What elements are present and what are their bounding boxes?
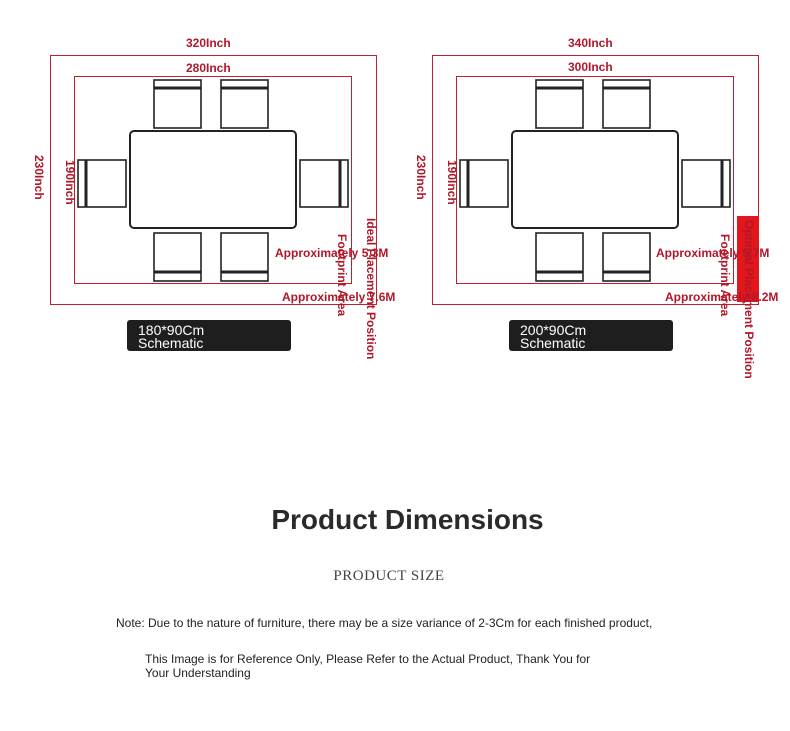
outer-width-label: 320Inch [186,36,231,50]
schematic-caption: 180*90Cm Schematic [127,320,291,351]
outer-height-label: 230Inch [414,155,428,200]
inner-width-label: 280Inch [186,61,231,75]
inner-boundary [74,76,352,284]
caption-type: Schematic [520,335,586,351]
chair-bottom-left [535,232,584,282]
placement-position-label: Ideal Placement Position [364,218,378,360]
outer-height-label: 230Inch [32,155,46,200]
outer-boundary [50,55,377,305]
inner-height-label: 190Inch [445,160,459,205]
diagram-200x90: 340Inch 300Inch 230Inch 190Inch Approxim… [382,0,779,380]
schematic-caption: 200*90Cm Schematic [509,320,673,351]
table-top [129,130,297,229]
inner-width-label: 300Inch [568,60,613,74]
caption-size: 180*90Cm [138,322,205,338]
footprint-area-value: Approximately 5.7M [656,246,770,260]
page-title: Product Dimensions [271,504,544,535]
placement-area-value: Approximately 8.2M [665,290,779,304]
table-layout-2-drawing [432,55,759,305]
size-variance-note: Note: Due to the nature of furniture, th… [116,616,653,630]
placement-area-value: Approximately 7.6M [282,290,396,304]
footprint-area-value: Approximately 5.3M [275,246,389,260]
table-top [511,130,679,229]
chair-bottom-right [602,232,651,282]
outer-boundary [432,55,759,305]
table-layout-1-drawing [50,55,377,305]
placement-position-label: Optimal Placement Position [742,220,756,379]
caption-type: Schematic [138,335,204,351]
diagram-180x90: 320Inch 280Inch 230Inch 190Inch Approxim… [0,0,395,380]
outer-width-label: 340Inch [568,36,613,50]
chair-bottom-right [220,232,269,282]
chair-bottom-left [153,232,202,282]
page-subtitle: PRODUCT SIZE [333,568,445,584]
reference-disclaimer: This Image is for Reference Only, Please… [145,652,591,680]
inner-height-label: 190Inch [63,160,77,205]
placement-highlight-tab [737,216,759,302]
caption-size: 200*90Cm [520,322,587,338]
inner-boundary [456,76,734,284]
